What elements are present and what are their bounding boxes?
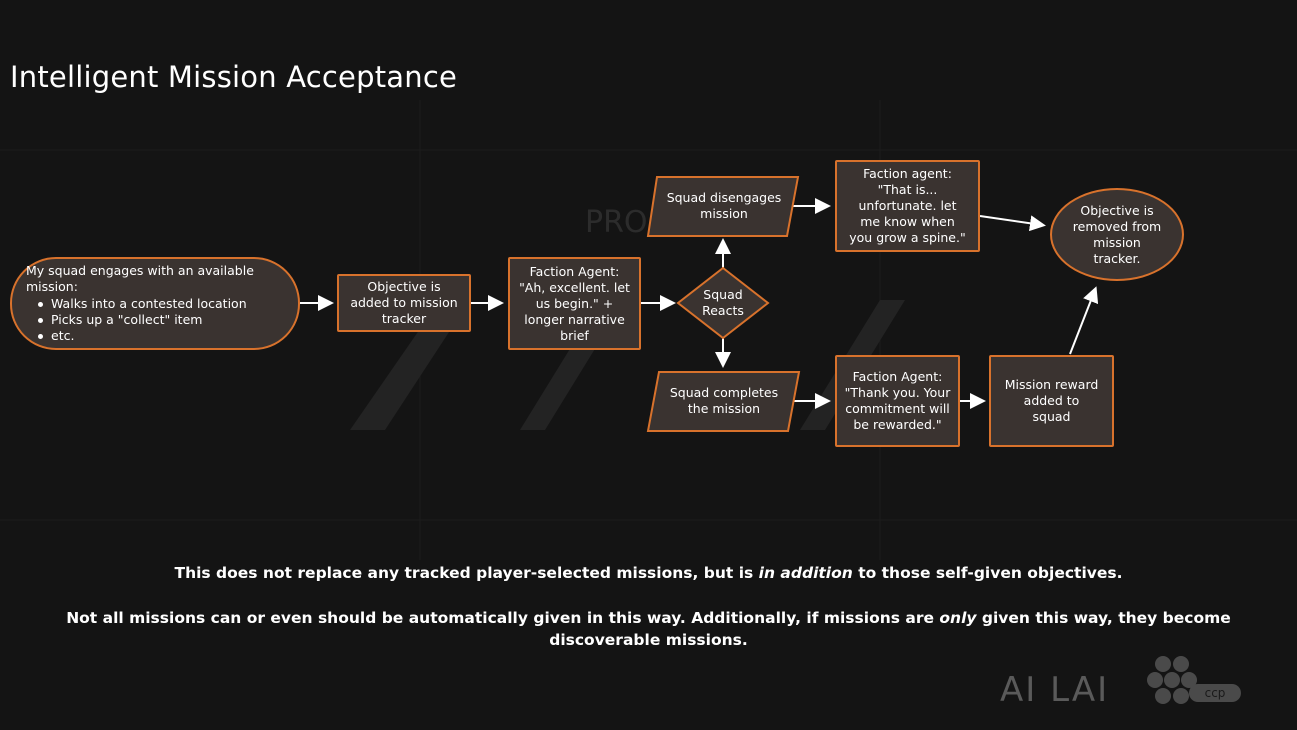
node-objective-removed: Objective is removed from mission tracke…: [1050, 188, 1184, 281]
arrow-reward-to-removed: [1069, 286, 1099, 355]
node-squad-engages: My squad engages with an available missi…: [10, 257, 300, 350]
node-agent-thanks-label: Faction Agent: "Thank you. Your commitme…: [844, 369, 951, 432]
footer-note-1-part: to those self-given objectives.: [852, 564, 1123, 582]
watermark-word: PRO: [585, 205, 648, 240]
footer-note-1-part: This does not replace any tracked player…: [174, 564, 759, 582]
page-title: Intelligent Mission Acceptance: [10, 60, 458, 94]
footer-note-1-emphasis: in addition: [758, 564, 853, 582]
footer-note-2-part: Not all missions can or even should be a…: [66, 609, 940, 627]
node-squad-completes: Squad completes the mission: [669, 385, 779, 416]
footer-note-3: discoverable missions.: [549, 631, 748, 649]
arrow-unfortunate-to-removed: [979, 215, 1046, 232]
start-bullet: Walks into a contested location: [26, 296, 298, 312]
footer-note-2-emphasis: only: [939, 609, 977, 627]
start-bullet: Picks up a "collect" item: [26, 312, 298, 328]
node-mission-reward: Mission reward added to squad: [989, 355, 1114, 447]
footer-note-2: Not all missions can or even should be a…: [0, 607, 1297, 629]
start-bullet: etc.: [26, 328, 298, 344]
node-squad-reacts: Squad Reacts: [702, 287, 744, 318]
node-agent-unfortunate-label: Faction agent: "That is... unfortunate. …: [849, 166, 966, 245]
node-mission-reward-label: Mission reward added to squad: [1004, 377, 1099, 424]
ccp-text: ccp: [1205, 686, 1226, 700]
node-objective-added-label: Objective is added to mission tracker: [350, 279, 458, 326]
ccp-logo-icon: ccp: [1147, 656, 1241, 704]
footer-note-1: This does not replace any tracked player…: [0, 562, 1297, 584]
node-agent-unfortunate: Faction agent: "That is... unfortunate. …: [835, 160, 980, 252]
start-bullet-list: Walks into a contested location Picks up…: [26, 296, 298, 344]
ailai-logo: AI LAI: [1000, 670, 1110, 710]
footer-note-2-part: given this way, they become: [976, 609, 1231, 627]
node-agent-begin: Faction Agent: "Ah, excellent. let us be…: [508, 257, 641, 350]
node-agent-thanks: Faction Agent: "Thank you. Your commitme…: [835, 355, 960, 447]
start-heading: My squad engages with an available missi…: [26, 263, 254, 294]
node-objective-added: Objective is added to mission tracker: [337, 274, 471, 332]
node-objective-removed-label: Objective is removed from mission tracke…: [1072, 202, 1162, 266]
node-agent-begin-label: Faction Agent: "Ah, excellent. let us be…: [519, 263, 630, 343]
node-squad-disengages: Squad disengages mission: [666, 190, 782, 221]
